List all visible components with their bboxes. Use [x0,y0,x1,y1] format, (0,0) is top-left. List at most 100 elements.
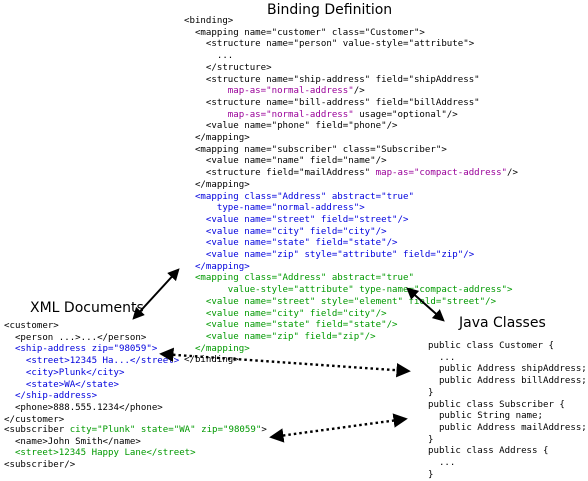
code-line: } [428,470,587,481]
code-segment: <structure name="bill-address" field="bi… [184,97,480,108]
code-line: } [428,435,587,447]
code-segment: <street>12345 Happy Lane</street> [4,448,196,459]
code-line: <customer> [4,321,179,333]
code-line: <value name="street" style="element" fie… [184,297,518,309]
code-line: <phone>888.555.1234</phone> [4,403,179,415]
code-line: <street>12345 Happy Lane</street> [4,448,267,460]
code-segment: public Address billAddress; [428,376,587,387]
code-segment: ... [428,458,456,469]
code-line: <value name="city" field="city"/> [184,309,518,321]
code-segment: </mapping> [184,133,250,144]
code-segment: <value name="zip" style="attribute" fiel… [184,250,475,261]
xml-binding-arrow [132,268,180,320]
subscriber-java-dotted-arrow [269,413,408,443]
code-line: ... [428,458,587,470]
code-line: <value name="city" field="city"/> [184,227,518,239]
code-segment: <state>WA</state> [4,379,119,390]
java-classes-heading: Java Classes [459,315,546,331]
code-segment: <value name="city" field="city"/> [184,226,387,237]
code-segment: <mapping name="customer" class="Customer… [184,27,425,38]
code-segment: </customer> [4,414,65,425]
code-segment: </mapping> [184,179,250,190]
connector-arrows [132,268,445,443]
code-segment: <customer> [4,321,59,331]
code-line: <name>John Smith</name> [4,437,267,449]
code-line: map-as="normal-address" usage="optional"… [184,110,518,122]
code-line: <structure name="bill-address" field="bi… [184,98,518,110]
code-line: ... [428,353,587,365]
code-line: ... [184,51,518,63]
java-classes-code: public class Customer { ... public Addre… [428,341,587,481]
code-segment: map-as="normal-address" [184,109,354,120]
code-line: <mapping class="Address" abstract="true" [184,273,518,285]
code-line: <structure name="person" value-style="at… [184,39,518,51]
code-line: public Address billAddress; [428,376,587,388]
code-segment: /> [353,86,365,97]
code-line: <value name="name" field="name"/> [184,156,518,168]
code-segment: } [428,434,434,445]
code-line: public String name; [428,411,587,423]
code-segment: </mapping> [184,261,250,272]
code-segment: map-as="normal-address" [184,86,354,97]
code-segment: <value name="city" field="city"/> [184,308,387,319]
code-line: public class Subscriber { [428,400,587,412]
code-segment: public class Address { [428,446,549,457]
code-line: <subscriber city="Plunk" state="WA" zip=… [4,425,267,437]
code-line: </mapping> [184,180,518,192]
code-line: public class Customer { [428,341,587,353]
code-line: <binding> [184,16,518,28]
customer-java-dotted-arrow [159,347,411,378]
code-line: <value name="zip" field="zip"/> [184,332,518,344]
code-segment: <structure field="mailAddress" [184,168,376,179]
code-line: <value name="state" field="state"/> [184,320,518,332]
binding-definition-heading: Binding Definition [267,2,393,18]
binding-definition-code: <binding> <mapping name="customer" class… [184,16,518,367]
code-segment: <value name="street" style="element" fie… [184,296,497,307]
code-segment: <ship-address zip="98059"> [4,344,158,355]
code-line: <subscriber/> [4,460,267,472]
code-line: <mapping name="customer" class="Customer… [184,28,518,40]
code-segment: <city>Plunk</city> [4,367,125,378]
code-line: </mapping> [184,262,518,274]
code-line: } [428,388,587,400]
code-line: type-name="normal-address"> [184,203,518,215]
xml-documents-heading: XML Documents [30,300,144,316]
code-segment: <value name="phone" field="phone"/> [184,121,398,132]
code-segment: > [261,425,267,435]
code-segment: public String name; [428,411,543,422]
code-segment: map-as="compact-address" [375,168,508,179]
code-line: <value name="phone" field="phone"/> [184,121,518,133]
binding-java-arrow [406,287,445,322]
code-line: </structure> [184,63,518,75]
code-line: public class Address { [428,446,587,458]
code-segment: <subscriber/> [4,460,76,471]
code-segment: public Address mailAddress; [428,422,587,433]
code-segment: type-name="normal-address"> [184,203,365,214]
code-line: <state>WA</state> [4,380,179,392]
code-segment: <mapping class="Address" abstract="true" [184,191,414,202]
xml-customer-document: <customer> <person ...>...</person> <shi… [4,321,179,426]
code-segment: <value name="street" field="street"/> [184,214,409,225]
code-segment: <phone>888.555.1234</phone> [4,402,163,413]
code-segment: <name>John Smith</name> [4,436,141,447]
code-line: <street>12345 Ha...</street> [4,356,179,368]
code-segment: <subscriber [4,425,70,435]
code-line: </ship-address> [4,391,179,403]
xml-subscriber-document: <subscriber city="Plunk" state="WA" zip=… [4,425,267,472]
code-segment: } [428,469,434,480]
code-segment: public class Subscriber { [428,399,565,410]
code-segment: ... [184,51,234,62]
code-segment: <mapping name="subscriber" class="Subscr… [184,144,447,155]
code-segment: city="Plunk" state="WA" zip="98059" [69,425,262,435]
code-segment: public Address shipAddress; [428,364,587,375]
code-segment: <value name="name" field="name"/> [184,156,387,167]
code-segment: <mapping class="Address" abstract="true" [184,273,414,284]
code-segment: /> [507,168,518,179]
code-line: <structure name="ship-address" field="sh… [184,75,518,87]
code-line: <mapping name="subscriber" class="Subscr… [184,145,518,157]
code-segment: </structure> [184,62,272,73]
code-line: <mapping class="Address" abstract="true" [184,192,518,204]
code-line: <structure field="mailAddress" map-as="c… [184,168,518,180]
code-segment: <value name="state" field="state"/> [184,238,398,249]
code-segment: usage="optional"/> [353,109,458,120]
